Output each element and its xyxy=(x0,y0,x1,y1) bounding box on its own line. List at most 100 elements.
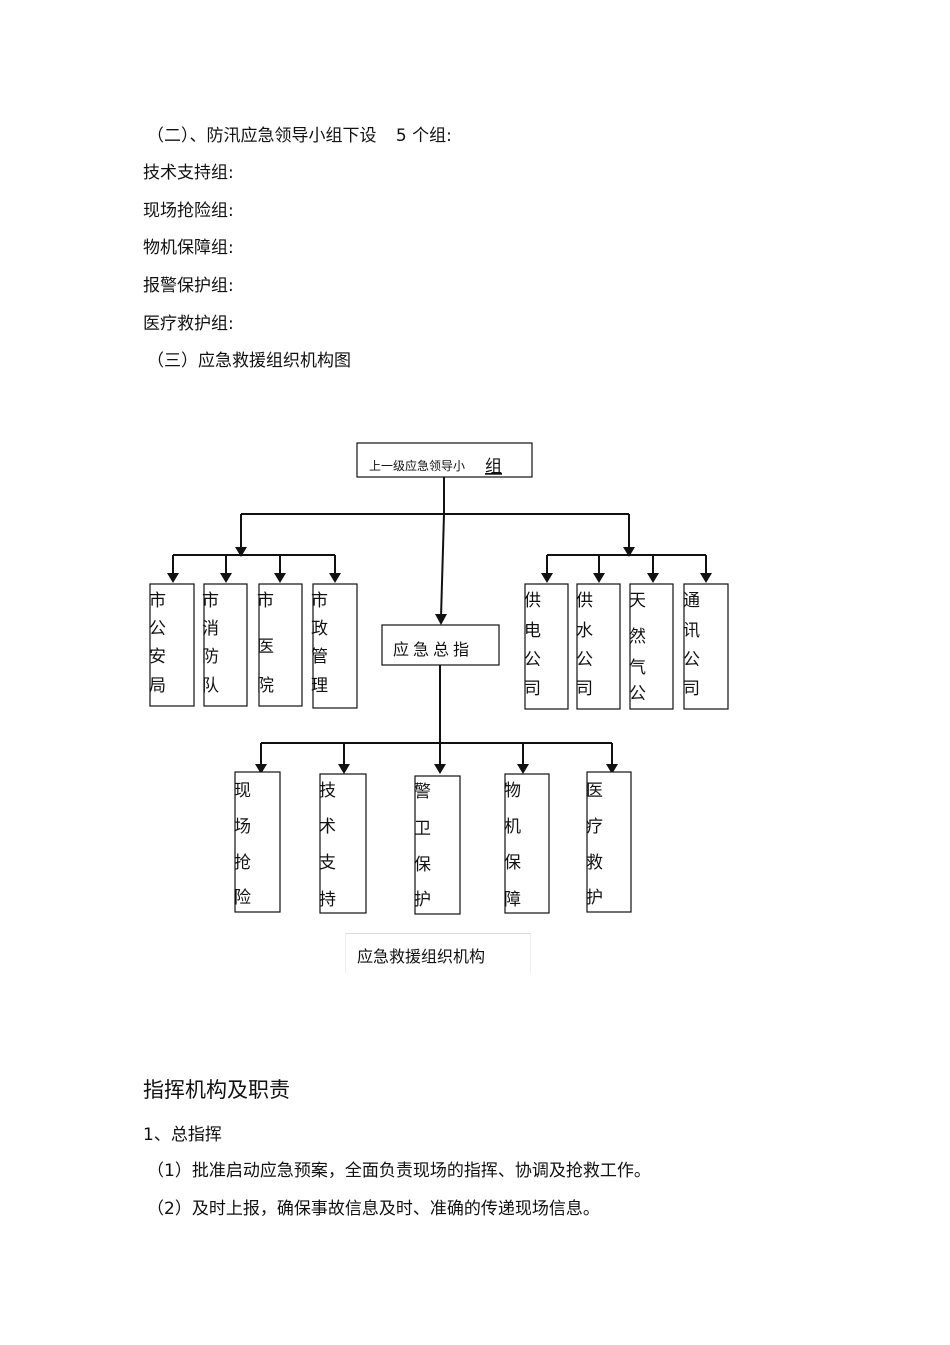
arrow xyxy=(700,573,712,583)
bottom-box-tech xyxy=(319,773,367,914)
bottom-box-medical-char: 救 xyxy=(586,853,603,873)
bottom-box-material-char: 机 xyxy=(504,817,521,837)
left-branch-connector xyxy=(172,554,336,577)
left-box-police-char: 局 xyxy=(149,676,166,696)
section-item-1: 1、总指挥 xyxy=(143,1125,222,1145)
bottom-box-rescue-char: 场 xyxy=(234,817,251,837)
left-box-hospital-char: 院 xyxy=(257,676,274,696)
left-box-municipal-char: 管 xyxy=(311,647,328,667)
arrow xyxy=(235,547,247,557)
arrow xyxy=(167,573,179,583)
bottom-box-medical-char: 医 xyxy=(586,781,603,801)
bottom-box-material-char: 保 xyxy=(504,853,521,873)
arrow xyxy=(329,573,341,583)
left-box-municipal-char: 理 xyxy=(311,676,328,696)
left-box-police-char: 公 xyxy=(149,619,166,639)
right-box-power-char: 公 xyxy=(524,650,541,670)
bottom-box-tech-char: 持 xyxy=(319,890,336,910)
right-box-telecom-char: 司 xyxy=(683,679,700,699)
left-box-fire-char: 队 xyxy=(202,676,219,696)
bottom-box-tech-char: 支 xyxy=(319,853,336,873)
section-paragraph-2: （2）及时上报，确保事故信息及时、准确的传递现场信息。 xyxy=(147,1199,600,1219)
arrow xyxy=(593,573,605,583)
right-box-gas-char: 然 xyxy=(629,627,646,647)
right-box-power-char: 司 xyxy=(524,679,541,699)
bottom-connector xyxy=(260,665,613,768)
arrow xyxy=(541,573,553,583)
bottom-box-guard xyxy=(414,775,461,915)
bottom-box-rescue-char: 现 xyxy=(234,781,251,801)
top-connector xyxy=(240,477,630,549)
right-box-power-char: 供 xyxy=(524,591,541,611)
bottom-box-rescue xyxy=(234,771,281,913)
bottom-box-medical-char: 疗 xyxy=(586,817,603,837)
bottom-box-tech-char: 技 xyxy=(319,781,336,801)
right-box-water-char: 司 xyxy=(576,679,593,699)
group-item: 医疗救护组: xyxy=(143,314,234,334)
command-box-label: 应急总指 xyxy=(393,640,473,659)
group-item: 现场抢险组: xyxy=(143,201,234,221)
right-box-power-char: 电 xyxy=(524,621,541,641)
right-box-water xyxy=(576,583,621,710)
right-box-gas-char: 天 xyxy=(629,591,646,611)
bottom-box-rescue-char: 抢 xyxy=(234,853,251,873)
group-item: 报警保护组: xyxy=(143,276,234,296)
arrow xyxy=(623,547,635,557)
chart-caption: 应急救援组织机构 xyxy=(345,933,531,973)
right-box-gas xyxy=(629,583,674,710)
arrow xyxy=(220,573,232,583)
right-box-telecom-char: 公 xyxy=(683,650,700,670)
arrow xyxy=(338,764,350,774)
left-box-fire-char: 消 xyxy=(202,619,219,639)
left-box-fire-char: 防 xyxy=(202,647,219,667)
right-box-water-char: 公 xyxy=(576,650,593,670)
arrow xyxy=(517,764,529,774)
right-box-power xyxy=(524,583,569,710)
right-box-telecom-char: 讯 xyxy=(683,621,700,641)
bottom-box-medical xyxy=(586,771,632,913)
left-box-municipal-char: 市 xyxy=(311,591,328,611)
intro-line-1-count: 5 个组: xyxy=(395,126,452,146)
arrow xyxy=(255,764,267,774)
bottom-box-medical-char: 护 xyxy=(586,888,603,908)
left-box-fire xyxy=(203,583,248,707)
left-box-municipal-char: 政 xyxy=(311,619,328,639)
bottom-box-guard-char: 卫 xyxy=(414,819,431,839)
bottom-box-material xyxy=(504,773,550,914)
intro-line-1-prefix: （二）、防汛应急领导小组下设 xyxy=(147,126,377,146)
bottom-box-guard-char: 警 xyxy=(414,782,431,802)
left-box-police-char: 市 xyxy=(149,591,166,611)
right-box-water-char: 供 xyxy=(576,591,593,611)
top-box-label: 上一级应急领导小 xyxy=(369,458,465,473)
arrow xyxy=(647,573,659,583)
right-branch-connector xyxy=(546,554,707,577)
left-box-police xyxy=(149,583,195,707)
left-box-municipal xyxy=(312,583,358,709)
bottom-box-rescue-char: 险 xyxy=(234,888,251,908)
right-box-gas-char: 气 xyxy=(629,658,646,678)
left-box-fire-char: 市 xyxy=(202,591,219,611)
right-box-telecom xyxy=(683,583,729,710)
bottom-box-material-char: 物 xyxy=(504,781,521,801)
right-box-water-char: 水 xyxy=(576,621,593,641)
bottom-box-tech-char: 术 xyxy=(319,817,336,837)
arrow xyxy=(606,764,618,774)
section-3-heading: （三）应急救援组织机构图 xyxy=(147,351,351,371)
bottom-box-guard-char: 护 xyxy=(414,890,431,910)
left-box-hospital-char: 医 xyxy=(257,637,274,657)
section-title: 指挥机构及职责 xyxy=(143,1078,290,1102)
top-box-label-end: 组 xyxy=(485,457,502,477)
left-box-hospital-char: 市 xyxy=(257,591,274,611)
right-box-gas-char: 公 xyxy=(629,684,646,704)
section-paragraph-1: （1）批准启动应急预案，全面负责现场的指挥、协调及抢救工作。 xyxy=(147,1161,651,1181)
left-box-hospital xyxy=(258,583,303,707)
group-item: 物机保障组: xyxy=(143,238,234,258)
arrow xyxy=(434,764,446,774)
group-item: 技术支持组: xyxy=(143,163,234,183)
left-box-police-char: 安 xyxy=(149,647,166,667)
intro-line-1: （二）、防汛应急领导小组下设 5 个组: xyxy=(147,125,452,147)
bottom-box-guard-char: 保 xyxy=(414,855,431,875)
arrow xyxy=(435,614,447,625)
right-box-telecom-char: 通 xyxy=(683,591,700,611)
